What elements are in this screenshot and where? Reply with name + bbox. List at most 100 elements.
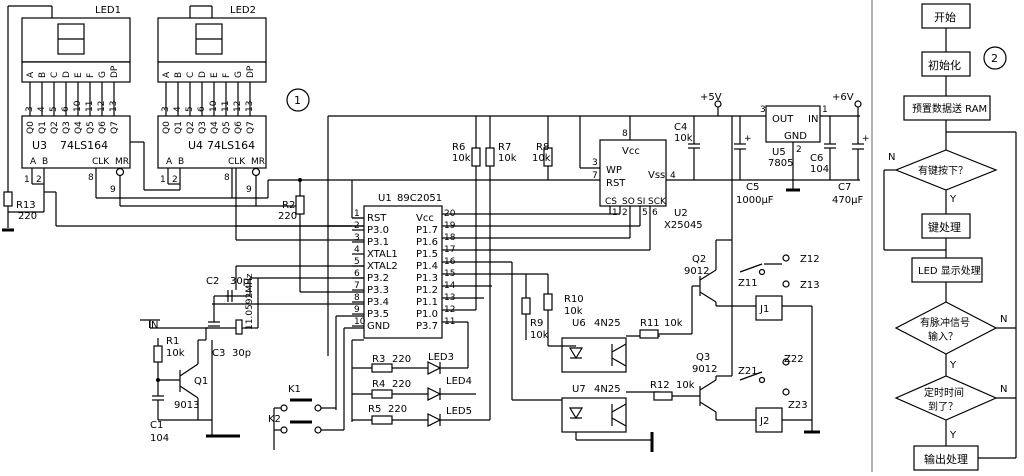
u3-q1: Q1 [38, 121, 48, 134]
u4-q6: Q6 [234, 121, 244, 134]
u1-pin-16-name: P1.4 [416, 261, 438, 272]
svg-text:+: + [862, 134, 870, 144]
c3-label: C3 [212, 348, 225, 359]
r10-label: R10 [564, 294, 584, 305]
u4-pin2-num: 2 [172, 175, 178, 185]
u1-pin-8-name: P3.4 [367, 297, 389, 308]
r12-value: 10k [676, 380, 695, 391]
keys: K1 K2 [268, 315, 364, 450]
flow-pulse-no: N [1000, 314, 1007, 325]
c1-label: C1 [150, 420, 163, 431]
u1-pin-8-num: 8 [354, 293, 360, 303]
led1-label: LED1 [95, 5, 121, 16]
led1-display: LED1 [8, 5, 131, 83]
flow-key-yes: Y [949, 194, 957, 205]
r2-label: R2 [282, 200, 295, 211]
u4-pin1-num: 1 [160, 175, 166, 185]
q2-value: 9012 [684, 266, 709, 277]
z11-label: Z11 [738, 278, 758, 289]
u5-in: IN [808, 114, 818, 125]
flow-key-no: N [888, 152, 895, 163]
r7-value: 10k [498, 153, 517, 164]
flow-preset [903, 95, 991, 121]
u1-pin-18-name: P1.6 [416, 237, 438, 248]
z13-label: Z13 [800, 280, 820, 291]
flow-timer-q2: 到了？ [928, 401, 958, 413]
u1-pin-9-name: P3.5 [367, 309, 389, 320]
r8-value: 10k [532, 153, 551, 164]
j2-label: J2 [759, 416, 769, 427]
u4-q1: Q1 [174, 121, 184, 134]
led1-seg-a: A [26, 71, 36, 78]
u1-pin-7-num: 7 [354, 281, 360, 291]
r7-label: R7 [498, 142, 511, 153]
u1-pin-5-num: 5 [354, 257, 360, 267]
q1-label: Q1 [194, 376, 208, 387]
flow-start [921, 3, 971, 29]
u1-pin-3-name: P3.1 [367, 237, 389, 248]
u1-pin-15-name: P1.3 [416, 273, 438, 284]
flow-key-q-text: 有键按下？ [918, 164, 968, 177]
u4-chip: U4 74LS164 A B CLK MR [157, 115, 267, 169]
r6-label: R6 [452, 142, 465, 153]
flow-output-text: 输出处理 [924, 452, 968, 466]
u5-ref: U5 [772, 147, 786, 158]
u5-out: OUT [772, 114, 794, 125]
u2-wp: WP [606, 165, 622, 176]
c2-label: C2 [206, 276, 219, 287]
u7-type: 4N25 [594, 384, 621, 395]
c4-value: 10k [674, 133, 693, 144]
u4-pin9-num: 9 [246, 185, 252, 195]
u4-pin-clk: CLK [228, 157, 246, 167]
flow-pulse-q1: 有脉冲信号 [920, 316, 970, 329]
j1-label: J1 [759, 304, 769, 315]
u3-q4: Q4 [74, 121, 84, 134]
led2-seg-b: B [174, 72, 184, 78]
oscillator: C2 30p 11.0592MHz C3 30p [140, 265, 364, 359]
u1-pin-20-name: Vcc [416, 213, 434, 224]
optocouplers: R9 10k R10 10k U6 4N25 U7 4N25 R11 10k [511, 262, 700, 452]
u2-pin1: 1 [612, 208, 618, 218]
led1-seg-num-4: 10 [73, 100, 83, 112]
led3-label: LED3 [428, 352, 454, 363]
led2-seg-d: D [198, 71, 208, 78]
u4-type: 74LS164 [207, 139, 255, 152]
flow-timer-q1: 定时时间 [924, 386, 964, 399]
led1-seg-num-3: 6 [61, 106, 71, 112]
led2-seg-num-3: 6 [197, 106, 207, 112]
u2-pin3: 3 [592, 158, 598, 168]
circle2-text: 2 [991, 52, 998, 65]
led1-seg-b: B [38, 72, 48, 78]
u6-type: 4N25 [594, 318, 621, 329]
relay-drivers: Q2 9012 J1 Z11 Z12 Z13 Q3 9012 J2 Z21 [684, 116, 820, 434]
u3-pin9-num: 9 [110, 185, 116, 195]
flow-preset-text: 预置数据送 RAM [912, 102, 987, 115]
vcc6-label: +6V [832, 92, 854, 103]
led1-seg-num-1: 4 [37, 106, 47, 112]
c4-label: C4 [674, 122, 687, 133]
u4-q7: Q7 [246, 121, 256, 134]
u3-q6: Q6 [98, 121, 108, 134]
flow-init [921, 51, 971, 77]
r8-label: R8 [536, 142, 549, 153]
r2-value: 220 [278, 211, 297, 222]
flow-pulse-yes: Y [949, 360, 957, 371]
led2-seg-num-0: 3 [161, 106, 171, 112]
status-leds: R3 220 LED3 R4 220 LED4 R5 220 LED5 [351, 322, 490, 427]
u4-q0: Q0 [162, 121, 172, 134]
r3-label: R3 [372, 354, 385, 365]
u4-q4: Q4 [210, 121, 220, 134]
led1-seg-num-0: 3 [25, 106, 35, 112]
flow-timer-no: N [1000, 384, 1007, 395]
r12-label: R12 [650, 380, 670, 391]
u3-q3: Q3 [62, 121, 72, 134]
led1-seg-num-6: 12 [97, 101, 107, 112]
flowchart: 2 开始 初始化 预置数据送 RAM 有键按下？ N Y 键处理 LED 显示处… [871, 0, 1017, 472]
led2-display: LED2 [157, 5, 267, 83]
u1-pin-4-name: XTAL1 [367, 249, 398, 260]
u2-pin7: 7 [592, 171, 598, 181]
